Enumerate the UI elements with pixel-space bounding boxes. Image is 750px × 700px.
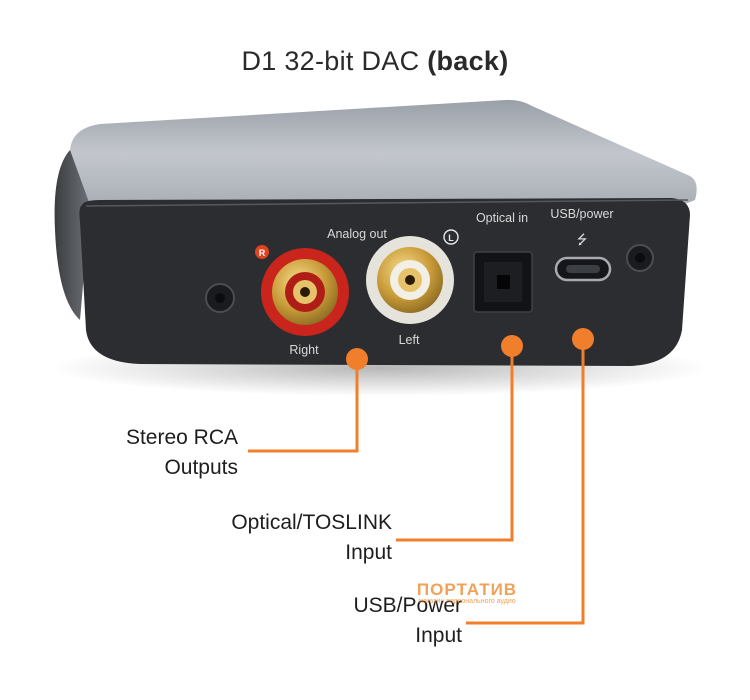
rca-right-jack <box>261 248 349 336</box>
panel-edge-highlight <box>85 199 689 207</box>
right-channel-marker <box>255 245 269 259</box>
callout-line-rca <box>248 359 359 453</box>
callout-rca-line1: Stereo RCA <box>125 426 238 449</box>
store-watermark: ПОРТАТИВ магазин персонального аудио <box>402 580 532 605</box>
left-channel-marker <box>443 229 459 245</box>
callout-usb-line2: Input <box>415 624 462 647</box>
left-label: Left <box>399 333 420 347</box>
page-title: D1 32-bit DAC (back) <box>241 46 509 76</box>
rca-left-jack <box>366 236 454 324</box>
callout-usb-power: USB/Power Input <box>262 591 462 651</box>
watermark-main: ПОРТАТИВ <box>416 580 518 599</box>
right-screw <box>626 244 654 272</box>
callout-rca-line2: Outputs <box>164 456 238 479</box>
optical-in-label: Optical in <box>476 211 528 225</box>
device-top-shell <box>70 99 697 208</box>
callout-line-optical <box>396 346 514 542</box>
usb-c-port <box>554 256 612 282</box>
right-label: Right <box>289 343 319 357</box>
callout-optical-line1: Optical/TOSLINK <box>231 511 392 534</box>
usb-power-label: USB/power <box>550 207 613 221</box>
callout-optical-line2: Input <box>345 541 392 564</box>
callout-optical: Optical/TOSLINK Input <box>132 508 392 568</box>
left-screw <box>205 283 235 313</box>
watermark-sub: магазин персонального аудио <box>418 598 516 605</box>
callout-stereo-rca: Stereo RCA Outputs <box>38 423 238 483</box>
device-left-side <box>54 150 90 320</box>
analog-out-label: Analog out <box>327 227 387 241</box>
callout-line-usb <box>466 339 585 625</box>
optical-toslink-port <box>473 251 533 313</box>
left-marker-text: L <box>448 233 454 243</box>
right-marker-text: R <box>259 248 266 258</box>
usb-symbol-icon: ⭍ <box>577 233 588 248</box>
callout-usb-line1: USB/Power <box>353 594 462 617</box>
